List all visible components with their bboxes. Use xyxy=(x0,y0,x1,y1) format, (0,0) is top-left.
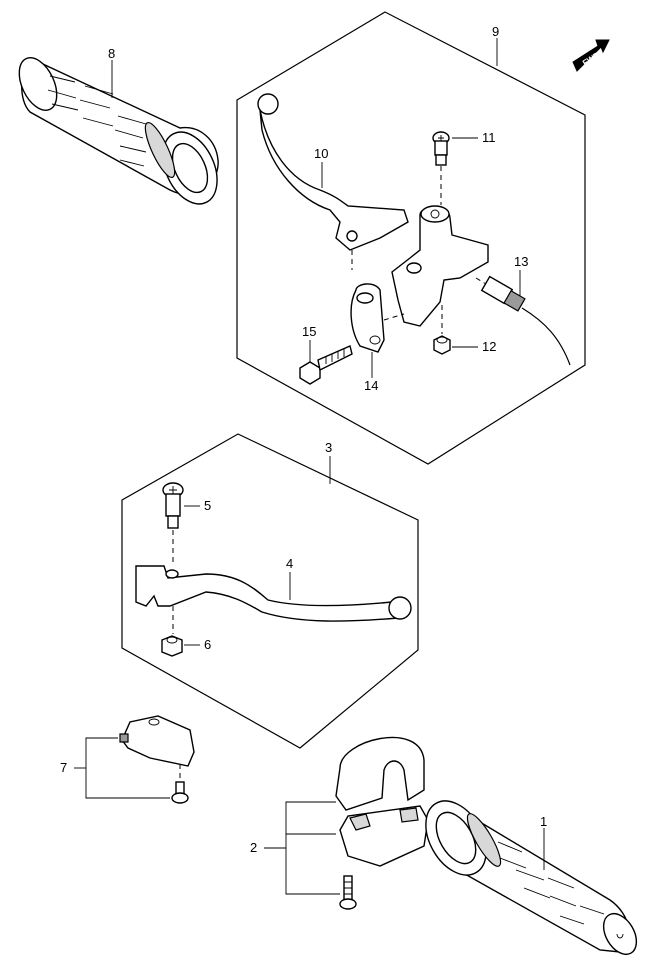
callout-12: 12 xyxy=(482,339,496,354)
clutch-switch-part xyxy=(475,275,571,366)
callout-5: 5 xyxy=(204,498,211,513)
screw-2-part xyxy=(339,875,357,910)
brake-pivot-bolt-part xyxy=(162,482,184,529)
callout-1: 1 xyxy=(540,814,547,829)
group-3-frame xyxy=(121,433,419,749)
callout-2: 2 xyxy=(250,840,257,855)
callout-9: 9 xyxy=(492,24,499,39)
brake-switch-part xyxy=(119,715,195,767)
clamp-bolt-part xyxy=(299,345,353,385)
switch-housing-part xyxy=(335,736,429,867)
callout-7: 7 xyxy=(60,760,67,775)
nut-12-part xyxy=(433,335,451,355)
callout-15: 15 xyxy=(302,324,316,339)
screw-7-part xyxy=(171,781,189,804)
callout-10: 10 xyxy=(314,146,328,161)
callout-3: 3 xyxy=(325,440,332,455)
callout-6: 6 xyxy=(204,637,211,652)
callout-11: 11 xyxy=(482,130,496,145)
grip-left-part xyxy=(18,57,219,205)
callout-14: 14 xyxy=(364,378,378,393)
callout-4: 4 xyxy=(286,556,293,571)
fwd-arrow-icon: FWD xyxy=(572,39,610,72)
clutch-holder-part xyxy=(391,205,489,327)
nut-6-part xyxy=(161,635,183,657)
pivot-bolt-part xyxy=(432,131,450,166)
brake-lever-part xyxy=(135,565,412,622)
clamp-14-part xyxy=(350,283,405,353)
grip-right-part xyxy=(425,800,638,955)
group-9-frame xyxy=(236,11,586,465)
callout-13: 13 xyxy=(514,254,528,269)
callout-8: 8 xyxy=(108,46,115,61)
fwd-label: FWD xyxy=(581,50,601,67)
clutch-lever-part xyxy=(257,93,409,251)
